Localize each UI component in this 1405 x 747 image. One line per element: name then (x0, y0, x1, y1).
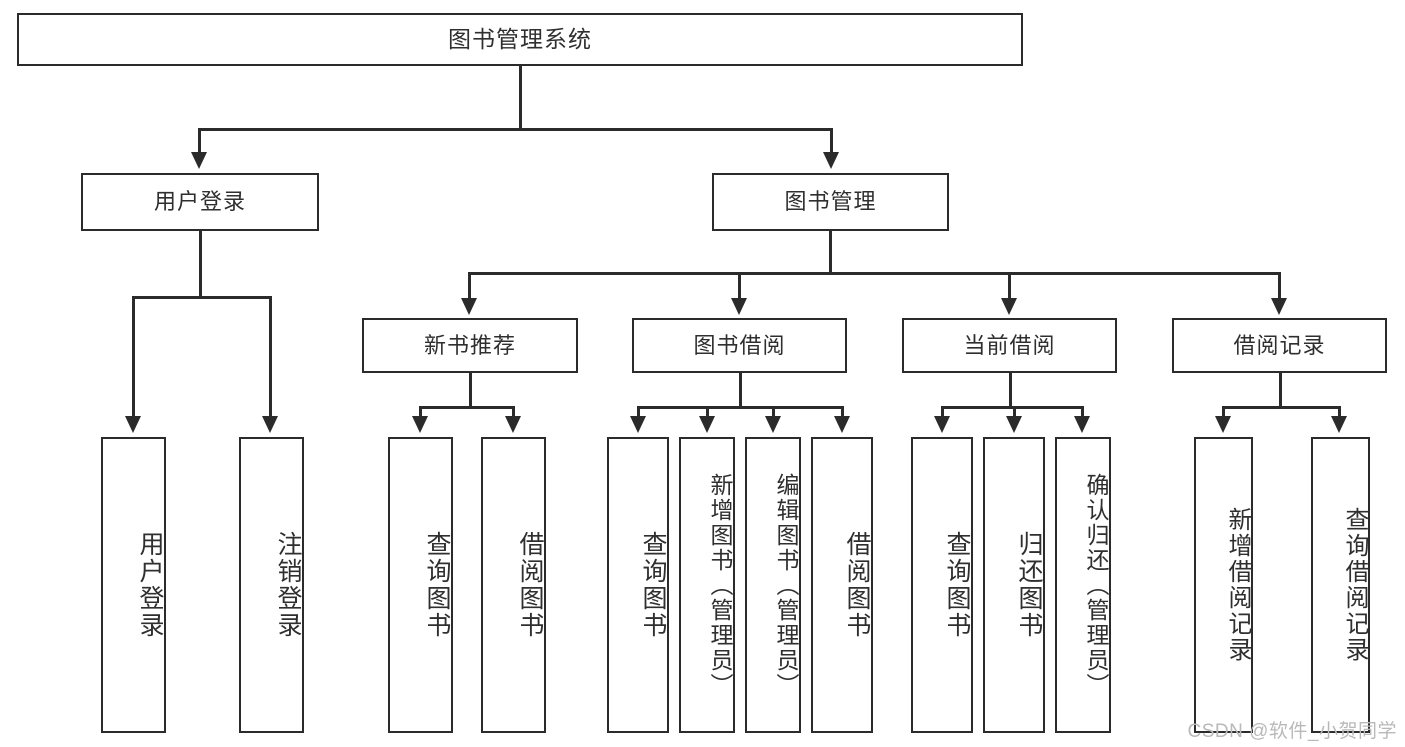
connector-bb-2 (706, 406, 709, 417)
node-root-book-management-system[interactable]: 图书管理系统 (17, 13, 1023, 66)
connector-to-borrow-record (1278, 272, 1281, 299)
connector-borrow-record-stem (1279, 373, 1282, 407)
node-leaf-borrow-book-recommend[interactable]: 借阅图书 (481, 437, 546, 733)
node-leaf-query-borrow-record[interactable]: 查询借阅记录 (1311, 437, 1370, 733)
connector-book-borrow-bus (637, 406, 843, 409)
arrowhead-leaf-logout (262, 416, 278, 433)
connector-cb-2 (1013, 406, 1016, 417)
node-label: 注销登录 (274, 531, 302, 639)
node-leaf-user-login[interactable]: 用户登录 (101, 437, 166, 733)
node-user-login[interactable]: 用户登录 (81, 173, 319, 231)
node-label: 借阅图书 (843, 531, 871, 639)
node-label: 借阅记录 (1233, 332, 1326, 358)
node-label: 图书管理 (784, 189, 877, 215)
arrowhead-borrow-record (1271, 298, 1287, 315)
arrowhead-user-login (191, 152, 207, 169)
connector-root-to-user-login (198, 128, 201, 153)
connector-book-manage-stem (829, 231, 832, 273)
node-label: 图书借阅 (693, 332, 786, 358)
node-label: 用户登录 (136, 531, 164, 639)
node-label: 新增图书（管理员） (707, 472, 733, 698)
node-leaf-query-book-borrow[interactable]: 查询图书 (607, 437, 669, 733)
connector-nbr-right (512, 406, 515, 417)
node-leaf-logout[interactable]: 注销登录 (239, 437, 304, 733)
arrowhead-leaf-edit-book (765, 416, 781, 433)
node-label: 编辑图书（管理员） (773, 472, 799, 698)
connector-bb-3 (772, 406, 775, 417)
connector-cb-3 (1081, 406, 1084, 417)
connector-borrow-record-bus (1222, 406, 1341, 409)
arrowhead-new-book-recommend (461, 298, 477, 315)
connector-nbr-left (419, 406, 422, 417)
arrowhead-leaf-borrow-book (834, 416, 850, 433)
node-leaf-add-borrow-record[interactable]: 新增借阅记录 (1194, 437, 1253, 733)
connector-new-book-recommend-stem (469, 373, 472, 407)
node-leaf-query-book-recommend[interactable]: 查询图书 (388, 437, 453, 733)
arrowhead-leaf-confirm-return (1074, 416, 1090, 433)
connector-user-login-stem (199, 231, 202, 296)
node-label: 当前借阅 (963, 332, 1056, 358)
node-label: 新书推荐 (423, 332, 516, 358)
connector-root-stem (519, 66, 522, 128)
node-leaf-confirm-return[interactable]: 确认归还（管理员） (1055, 437, 1111, 733)
connector-root-bus (198, 128, 832, 131)
connector-book-borrow-stem (739, 373, 742, 407)
arrowhead-leaf-user-login (125, 416, 141, 433)
node-label: 图书管理系统 (448, 25, 592, 52)
node-new-book-recommend[interactable]: 新书推荐 (362, 318, 578, 373)
arrowhead-leaf-return-book (1006, 416, 1022, 433)
arrowhead-leaf-query-book-rec (412, 416, 428, 433)
node-label: 确认归还（管理员） (1083, 472, 1109, 698)
node-book-borrow[interactable]: 图书借阅 (632, 318, 847, 373)
connector-user-login-bus (132, 296, 271, 299)
node-label: 用户登录 (153, 189, 246, 215)
connector-bb-1 (637, 406, 640, 417)
connector-to-book-borrow (738, 272, 741, 299)
csdn-watermark: CSDN @软件_小贺同学 (1187, 721, 1397, 742)
node-label: 归还图书 (1015, 531, 1043, 639)
connector-current-borrow-stem (1009, 373, 1012, 407)
node-label: 查询图书 (639, 531, 667, 639)
connector-new-book-recommend-bus (419, 406, 515, 409)
node-leaf-query-book-current[interactable]: 查询图书 (911, 437, 973, 733)
node-leaf-return-book[interactable]: 归还图书 (983, 437, 1045, 733)
connector-user-login-right (269, 296, 272, 417)
arrowhead-leaf-query-book-cur (934, 416, 950, 433)
connector-cb-1 (941, 406, 944, 417)
connector-to-current-borrow (1008, 272, 1011, 299)
connector-user-login-left (132, 296, 135, 417)
arrowhead-leaf-query-record (1331, 416, 1347, 433)
node-borrow-record[interactable]: 借阅记录 (1172, 318, 1387, 373)
arrowhead-book-manage (823, 152, 839, 169)
connector-current-borrow-bus (941, 406, 1082, 409)
node-label: 借阅图书 (516, 531, 544, 639)
node-label: 新增借阅记录 (1224, 507, 1251, 663)
node-label: 查询借阅记录 (1341, 507, 1368, 663)
arrowhead-leaf-borrow-book-rec (505, 416, 521, 433)
node-book-manage[interactable]: 图书管理 (712, 173, 949, 231)
connector-to-new-book-recommend (468, 272, 471, 299)
connector-br-1 (1222, 406, 1225, 417)
arrowhead-leaf-add-book (699, 416, 715, 433)
arrowhead-book-borrow (731, 298, 747, 315)
arrowhead-leaf-add-record (1215, 416, 1231, 433)
node-label: 查询图书 (943, 531, 971, 639)
node-current-borrow[interactable]: 当前借阅 (902, 318, 1117, 373)
node-leaf-add-book[interactable]: 新增图书（管理员） (679, 437, 735, 733)
connector-root-to-book-manage (830, 128, 833, 153)
node-label: 查询图书 (423, 531, 451, 639)
node-leaf-edit-book[interactable]: 编辑图书（管理员） (745, 437, 801, 733)
node-leaf-borrow-book[interactable]: 借阅图书 (811, 437, 873, 733)
connector-br-2 (1338, 406, 1341, 417)
connector-bb-4 (841, 406, 844, 417)
arrowhead-leaf-query-book-borrow (630, 416, 646, 433)
arrowhead-current-borrow (1001, 298, 1017, 315)
connector-book-manage-bus (468, 272, 1280, 275)
